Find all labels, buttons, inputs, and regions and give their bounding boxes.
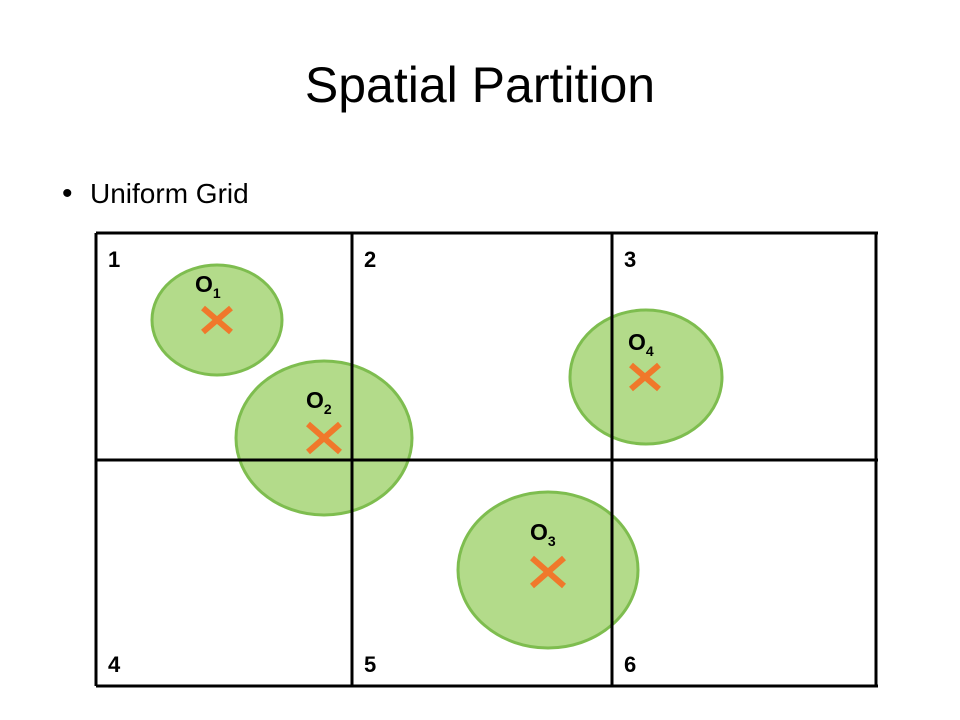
center-marker-o3-icon [530, 555, 566, 589]
cell-label-6: 6 [624, 652, 636, 677]
object-label-o2: O2 [306, 387, 332, 417]
center-marker-o2-icon [306, 421, 342, 455]
cell-label-1: 1 [108, 247, 120, 272]
object-label-o4: O4 [628, 329, 654, 359]
center-marker-o1-icon [201, 305, 233, 335]
center-markers [201, 305, 661, 589]
object-label-o3: O3 [530, 519, 556, 549]
cell-label-4: 4 [108, 652, 121, 677]
grid-lines [94, 231, 878, 688]
bullet-item: • Uniform Grid [62, 178, 249, 210]
cell-label-3: 3 [624, 247, 636, 272]
center-marker-o4-icon [629, 362, 661, 392]
object-labels: O1 O2 O3 O4 [195, 271, 654, 549]
bullet-text: Uniform Grid [90, 178, 249, 209]
object-circles [150, 263, 724, 650]
object-label-o1: O1 [195, 271, 221, 301]
cell-labels: 1 2 3 4 5 6 [108, 247, 636, 677]
slide-title: Spatial Partition [304, 57, 656, 113]
bullet-dot: • [62, 177, 73, 210]
cell-label-5: 5 [364, 652, 376, 677]
cell-label-2: 2 [364, 247, 376, 272]
